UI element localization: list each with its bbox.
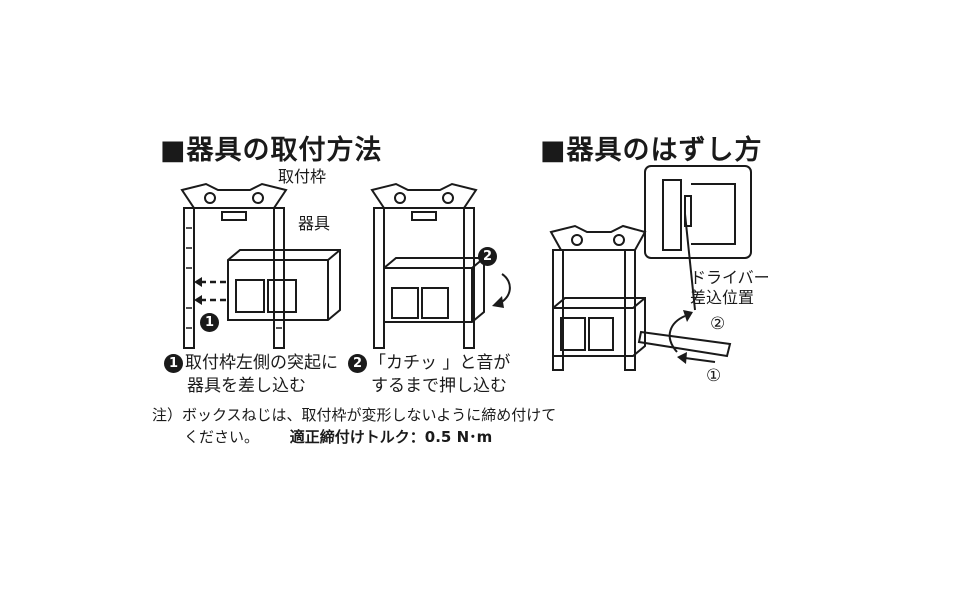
step2-caption: 2「カチッ 」と音が するまで押し込む [348, 352, 510, 398]
driver-label-line2: 差込位置 [690, 288, 755, 307]
removal-title: ■器具のはずし方 [540, 135, 763, 166]
note-line2-a: ください。 [184, 428, 260, 446]
step1-caption-line1: 取付枠左側の突起に [185, 353, 338, 373]
step1-caption-line2: 器具を差し込む [187, 376, 306, 396]
torque-spec: 適正締付けトルク：0.5 N･m [289, 428, 493, 446]
step2-marker: 2 [478, 246, 499, 266]
removal-step2-marker: ② [710, 314, 726, 334]
step1-caption-marker: 1 [164, 354, 183, 373]
note: 注）ボックスねじは、取付枠が変形しないように締め付けて ください。 適正締付けト… [152, 404, 556, 448]
driver-label-line1: ドライバー [690, 268, 770, 287]
install-step1-illustration [180, 182, 341, 349]
removal-illustration [549, 165, 752, 371]
step2-caption-line1: 「カチッ 」と音が [369, 353, 511, 373]
step2-caption-marker: 2 [348, 354, 367, 373]
device-label: 器具 [298, 214, 331, 233]
step1-marker: 1 [200, 312, 221, 332]
step2-caption-line2: するまで押し込む [371, 376, 507, 396]
driver-position-label: ドライバー 差込位置 [690, 268, 770, 308]
frame-label: 取付枠 [278, 167, 327, 186]
removal-step1-marker: ① [706, 366, 722, 386]
install-title: ■器具の取付方法 [160, 135, 383, 166]
note-line1: 注）ボックスねじは、取付枠が変形しないように締め付けて [152, 406, 557, 424]
